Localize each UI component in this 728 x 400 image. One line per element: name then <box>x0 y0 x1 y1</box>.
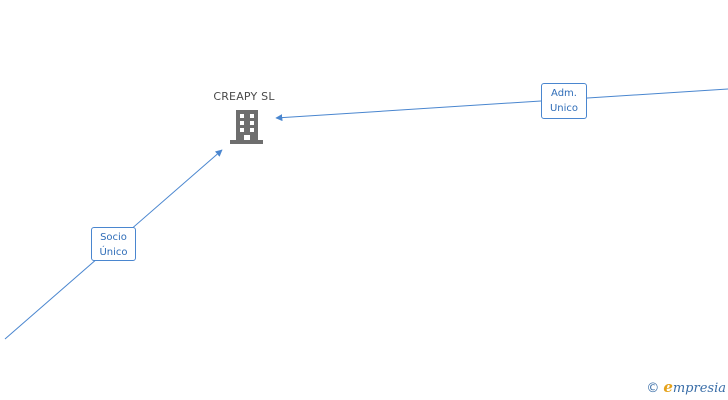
empresia-logo: ©empresia <box>646 378 726 396</box>
edge-label-line: Adm. <box>551 88 577 99</box>
copyright-icon: © <box>646 381 660 396</box>
brand-name: mpresia <box>672 381 726 396</box>
edge-adm-line <box>275 88 728 122</box>
brand-initial: e <box>663 378 673 396</box>
edge-label-socio-unico[interactable]: Socio Único <box>91 227 136 261</box>
building-icon[interactable] <box>230 110 263 144</box>
edge-label-line: Socio <box>100 232 127 243</box>
edge-label-adm-unico[interactable]: Adm. Unico <box>541 83 587 119</box>
edge-label-line: Único <box>99 247 128 258</box>
edge-label-line: Unico <box>549 103 579 114</box>
company-name[interactable]: CREAPY SL <box>213 90 275 103</box>
